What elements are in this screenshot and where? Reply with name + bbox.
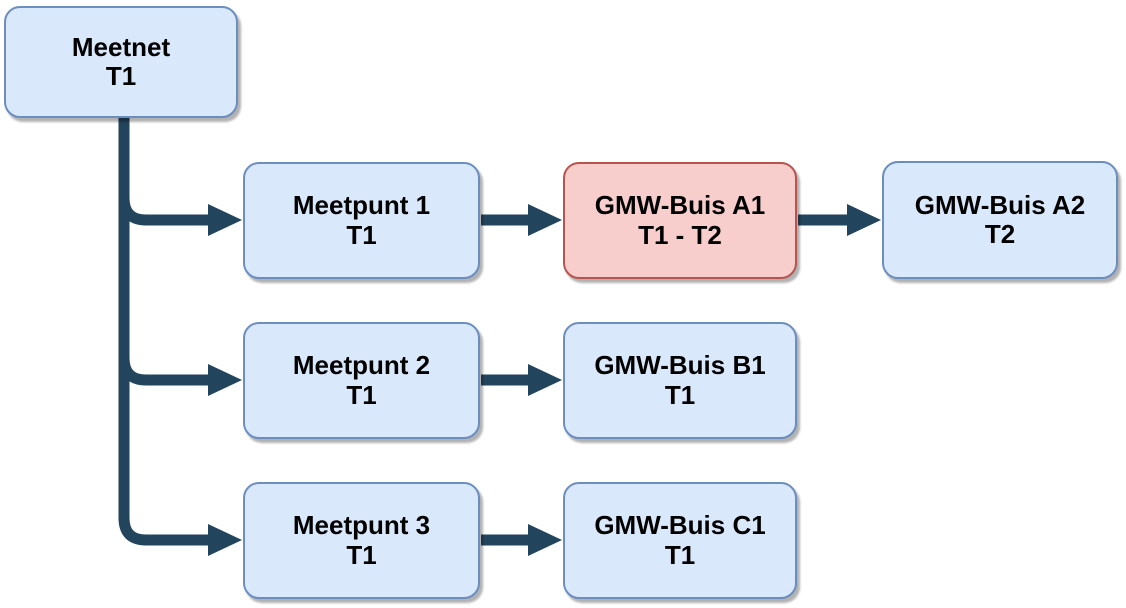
arrowhead-to-meetpunt-2 [208, 364, 242, 396]
arrowhead-to-meetpunt-1 [208, 204, 242, 236]
node-period: T1 [664, 379, 696, 410]
node-gmw-buis-a2[interactable]: GMW-Buis A2 T2 [882, 161, 1118, 279]
node-period: T1 [664, 539, 696, 570]
node-title: Meetpunt 2 [292, 350, 431, 381]
node-period: T1 - T2 [638, 219, 722, 250]
arrowhead-to-gmw-c1 [528, 524, 562, 556]
edge-meetnet-to-meetpunt-3 [118, 118, 210, 546]
edge-meetnet-to-meetpunt-2 [118, 357, 210, 386]
node-period: T1 [346, 539, 377, 570]
node-period: T1 [105, 61, 137, 91]
node-meetpunt-3[interactable]: Meetpunt 3 T1 [243, 482, 480, 599]
node-gmw-buis-a1[interactable]: GMW-Buis A1 T1 - T2 [563, 162, 797, 279]
arrowhead-to-gmw-b1 [528, 364, 562, 396]
node-title: GMW-Buis A1 [594, 190, 766, 221]
node-meetpunt-2[interactable]: Meetpunt 2 T1 [243, 322, 480, 439]
node-title: GMW-Buis A2 [914, 189, 1086, 220]
node-period: T1 [346, 219, 377, 250]
node-title: Meetpunt 1 [292, 190, 431, 221]
node-gmw-buis-b1[interactable]: GMW-Buis B1 T1 [563, 322, 797, 439]
node-meetnet[interactable]: Meetnet T1 [4, 6, 238, 118]
node-title: GMW-Buis C1 [594, 510, 766, 541]
node-period: T1 [346, 379, 377, 410]
arrowhead-to-gmw-a2 [847, 204, 881, 236]
node-period: T2 [984, 219, 1016, 249]
arrowhead-to-gmw-a1 [528, 204, 562, 236]
arrowhead-to-meetpunt-3 [208, 524, 242, 556]
node-title: GMW-Buis B1 [594, 350, 766, 381]
node-title: Meetnet [71, 31, 171, 62]
node-meetpunt-1[interactable]: Meetpunt 1 T1 [243, 162, 480, 279]
edge-meetnet-to-meetpunt-1 [118, 197, 210, 226]
node-gmw-buis-c1[interactable]: GMW-Buis C1 T1 [563, 482, 797, 599]
node-title: Meetpunt 3 [292, 510, 431, 541]
